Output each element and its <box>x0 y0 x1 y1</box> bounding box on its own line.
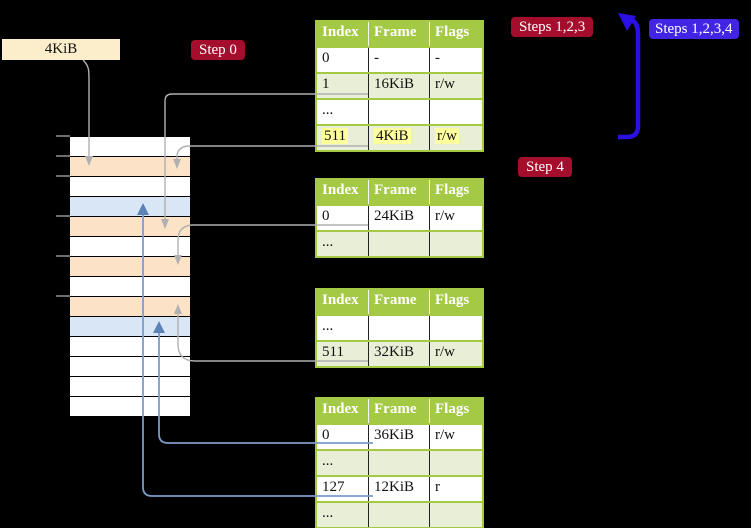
flags-cell: r/w <box>435 427 455 443</box>
frame-cell: 16KiB <box>374 76 415 92</box>
step-4-badge: Step 4 <box>518 157 572 177</box>
table-row: ... <box>317 501 482 527</box>
index-cell: 511 <box>322 128 348 144</box>
index-cell: 0 <box>322 50 330 66</box>
table-row: ... <box>317 449 482 475</box>
table-header-row: Index Frame Flags <box>317 22 482 46</box>
memory-frame-row <box>70 337 190 357</box>
table-row: 511 32KiB r/w <box>317 340 482 366</box>
flags-cell: r/w <box>435 344 455 360</box>
column-header-frame: Frame <box>369 180 430 204</box>
table-row: 0 - - <box>317 46 482 72</box>
memory-frame-row <box>70 217 190 237</box>
table-row: ... <box>317 230 482 256</box>
index-cell: ... <box>322 505 334 521</box>
memory-frame-row <box>70 277 190 297</box>
memory-frame-row <box>70 397 190 417</box>
column-header-frame: Frame <box>369 22 430 46</box>
page-table-3: Index Frame Flags ... 511 32KiB r/w <box>315 288 484 368</box>
memory-frame-row <box>70 377 190 397</box>
column-header-index: Index <box>317 399 369 423</box>
step-0-badge: Step 0 <box>191 40 245 60</box>
table-row: 511 4KiB r/w <box>317 124 482 150</box>
table-row: 1 16KiB r/w <box>317 72 482 98</box>
column-header-index: Index <box>317 290 369 314</box>
flags-cell: r <box>435 479 440 495</box>
memory-frame-row <box>70 157 190 177</box>
page-size-label: 4KiB <box>2 39 120 60</box>
index-cell: ... <box>322 453 334 469</box>
flags-cell: r/w <box>435 208 455 224</box>
page-table-4: Index Frame Flags 0 36KiB r/w ... 127 12… <box>315 397 484 528</box>
column-header-index: Index <box>317 180 369 204</box>
column-header-flags: Flags <box>435 182 470 198</box>
frame-cell: 12KiB <box>374 479 415 495</box>
memory-frame-row <box>70 357 190 377</box>
table-header-row: Index Frame Flags <box>317 180 482 204</box>
frame-cell: - <box>374 50 379 66</box>
page-table-1: Index Frame Flags 0 - - 1 16KiB r/w ... … <box>315 20 484 152</box>
blue-return-arrow <box>618 13 641 140</box>
index-cell: ... <box>322 102 334 118</box>
table-row: 127 12KiB r <box>317 475 482 501</box>
flags-cell: r/w <box>435 128 459 144</box>
table-header-row: Index Frame Flags <box>317 399 482 423</box>
physical-memory-strip <box>70 136 190 417</box>
memory-frame-row <box>70 137 190 157</box>
frame-cell: 32KiB <box>374 344 415 360</box>
column-header-frame: Frame <box>369 399 430 423</box>
memory-frame-row <box>70 297 190 317</box>
memory-frame-row <box>70 197 190 217</box>
memory-frame-row <box>70 317 190 337</box>
index-cell: ... <box>322 234 334 250</box>
frame-cell: 4KiB <box>374 128 411 144</box>
memory-frame-row <box>70 237 190 257</box>
index-cell: 511 <box>322 344 344 360</box>
index-cell: ... <box>322 318 334 334</box>
column-header-flags: Flags <box>435 24 470 40</box>
column-header-index: Index <box>317 22 369 46</box>
column-header-frame: Frame <box>369 290 430 314</box>
index-cell: 0 <box>322 208 330 224</box>
steps-1234-badge: Steps 1,2,3,4 <box>649 19 739 39</box>
table-header-row: Index Frame Flags <box>317 290 482 314</box>
index-cell: 1 <box>322 76 330 92</box>
memory-frame-row <box>70 257 190 277</box>
flags-cell: - <box>435 50 440 66</box>
index-cell: 0 <box>322 427 330 443</box>
flags-cell: r/w <box>435 76 455 92</box>
frame-cell: 24KiB <box>374 208 415 224</box>
page-table-2: Index Frame Flags 0 24KiB r/w ... <box>315 178 484 258</box>
table-row: 0 24KiB r/w <box>317 204 482 230</box>
memory-tick-marks <box>56 135 70 297</box>
table-row: ... <box>317 314 482 340</box>
table-row: ... <box>317 98 482 124</box>
index-cell: 127 <box>322 479 345 495</box>
column-header-flags: Flags <box>435 292 470 308</box>
frame-cell: 36KiB <box>374 427 415 443</box>
steps-123-badge: Steps 1,2,3 <box>511 17 594 37</box>
memory-frame-row <box>70 177 190 197</box>
column-header-flags: Flags <box>435 401 470 417</box>
table-row: 0 36KiB r/w <box>317 423 482 449</box>
